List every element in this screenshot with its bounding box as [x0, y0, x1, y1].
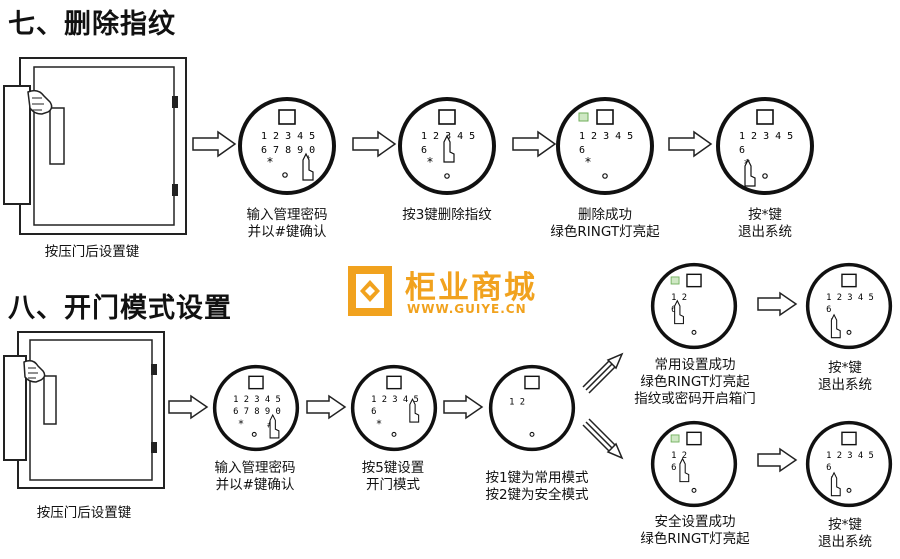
svg-text:1 2 3 4 5: 1 2 3 4 5	[826, 293, 874, 303]
keypad-dial: 1 2 3 4 5 6 7 8 9 0 * #	[212, 364, 300, 452]
svg-text:6: 6	[671, 463, 676, 473]
keypad-dial: 1 2 3 4 5 6 *	[350, 364, 438, 452]
green-light-icon	[670, 276, 680, 285]
green-light-icon	[578, 112, 589, 122]
finger-press-icon	[830, 313, 841, 339]
arrow-right-icon	[306, 394, 347, 420]
logo-icon	[348, 266, 392, 316]
green-light-icon	[670, 434, 680, 443]
finger-press-icon	[674, 299, 684, 325]
arrow-right-icon	[757, 447, 798, 473]
svg-text:1 2 3 4 5: 1 2 3 4 5	[421, 131, 475, 142]
svg-text:1 2 3 4 5: 1 2 3 4 5	[579, 131, 633, 142]
svg-text:6: 6	[826, 463, 831, 473]
step-caption: 输入管理密码并以#键确认	[214, 460, 296, 493]
svg-text:*: *	[376, 418, 381, 430]
keypad-dial: 1 2 6	[650, 420, 738, 508]
svg-text:6: 6	[739, 145, 745, 156]
step-caption: 按1键为常用模式按2键为安全模式	[485, 470, 589, 503]
svg-text:*: *	[585, 155, 591, 169]
door-caption: 按压门后设置键	[36, 505, 132, 521]
arrow-right-icon	[192, 130, 237, 158]
arrow-right-icon	[352, 130, 397, 158]
keypad-row-1: 1 2 3 4 5	[261, 131, 315, 142]
safe-door-illustration	[3, 331, 165, 489]
step-caption: 安全设置成功绿色RINGT灯亮起	[640, 514, 750, 547]
keypad-row-2: 6 7 8 9 0	[261, 145, 315, 156]
step-caption: 按3键删除指纹	[402, 207, 492, 223]
svg-text:6: 6	[421, 145, 427, 156]
keypad-dial: 1 2 3 4 5 6 *	[805, 420, 893, 508]
keypad-dial: 1 2	[488, 364, 576, 452]
svg-text:1 2 3 4 5: 1 2 3 4 5	[371, 395, 419, 405]
svg-text:1 2 3 4 5: 1 2 3 4 5	[739, 131, 793, 142]
step-caption: 按*键退出系统	[818, 360, 872, 393]
logo-name: 柜业商城	[405, 270, 537, 306]
step-caption: 按5键设置开门模式	[361, 460, 425, 493]
finger-press-icon	[409, 398, 420, 423]
svg-text:6: 6	[826, 305, 831, 315]
svg-text:1 2: 1 2	[671, 451, 687, 461]
finger-press-icon	[443, 134, 455, 163]
step-caption: 删除成功绿色RINGT灯亮起	[550, 207, 660, 240]
finger-press-icon	[679, 457, 690, 483]
svg-text:6: 6	[671, 305, 676, 315]
svg-text:*: *	[238, 418, 243, 430]
svg-text:1 2: 1 2	[509, 397, 525, 407]
step-caption: 按*键退出系统	[818, 517, 872, 550]
finger-press-icon	[830, 471, 841, 497]
step-caption: 按*键退出系统	[738, 207, 792, 240]
keypad-dial: 1 2 3 4 5 6 *	[398, 97, 496, 195]
section-7-title: 七、删除指纹	[8, 9, 176, 40]
arrow-right-icon	[443, 394, 484, 420]
arrow-right-icon	[512, 130, 557, 158]
step-caption: 常用设置成功绿色RINGT灯亮起指纹或密码开启箱门	[634, 357, 756, 407]
svg-text:1 2 3 4 5: 1 2 3 4 5	[826, 451, 874, 461]
svg-text:*: *	[427, 155, 433, 169]
safe-door-illustration	[3, 57, 187, 235]
keypad-dial: 1 2 3 4 5 6 7 8 9 0 * #	[238, 97, 336, 195]
section-8-title: 八、开门模式设置	[8, 293, 232, 324]
door-caption: 按压门后设置键	[44, 244, 140, 260]
keypad-dial: 1 2 3 4 5 6 *	[716, 97, 814, 195]
step-caption: 输入管理密码并以#键确认	[246, 207, 328, 240]
svg-text:1 2 3 4 5: 1 2 3 4 5	[233, 395, 281, 405]
arrow-up-right-icon	[582, 352, 624, 394]
arrow-right-icon	[668, 130, 713, 158]
keypad-dial: 1 2 3 4 5 6 *	[556, 97, 654, 195]
logo-url: WWW.GUIYE.CN	[407, 302, 527, 316]
keypad-dial: 1 2 6	[650, 262, 738, 350]
arrow-down-right-icon	[582, 418, 624, 460]
finger-press-icon	[302, 152, 314, 181]
finger-press-icon	[269, 413, 280, 439]
keypad-dial: 1 2 3 4 5 6 *	[805, 262, 893, 350]
arrow-right-icon	[757, 291, 798, 317]
svg-text:6: 6	[579, 145, 585, 156]
svg-text:1 2: 1 2	[671, 293, 687, 303]
finger-press-icon	[744, 158, 756, 187]
arrow-right-icon	[168, 394, 209, 420]
svg-text:6 7 8 9 0: 6 7 8 9 0	[233, 407, 281, 417]
star-key: *	[267, 155, 273, 169]
svg-text:6: 6	[371, 407, 376, 417]
